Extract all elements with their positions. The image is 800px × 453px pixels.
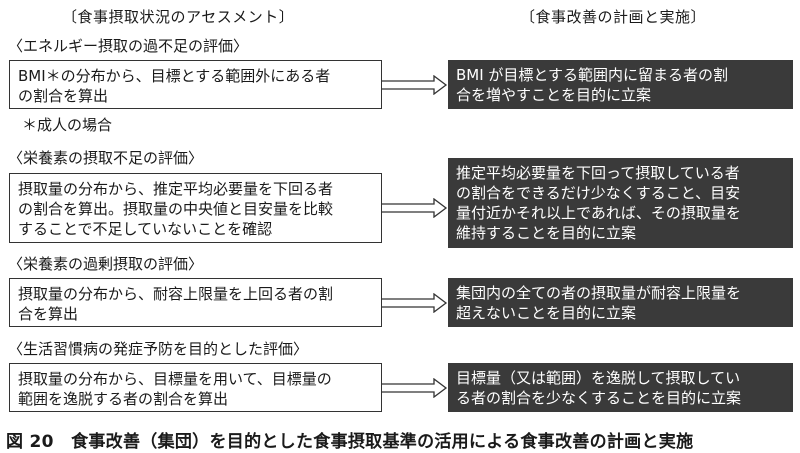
plan-line: BMI が目標とする範囲内に留まる者の割 (456, 66, 728, 84)
plan-line: 超えないことを目的に立案 (456, 304, 637, 322)
plan-line: 推定平均必要量を下回って摂取している者 (456, 164, 740, 182)
header-plan: 〔食事改善の計画と実施〕 (520, 8, 707, 26)
plan-line: の割合をできるだけ少なくすること、目安 (456, 184, 741, 202)
assessment-line: の割合を算出 (18, 87, 109, 105)
assessment-line: 合を算出 (18, 305, 79, 323)
assessment-box-lifestyle: 摂取量の分布から、目標量を用いて、目標量の 範囲を逸脱する者の割合を算出 (9, 363, 382, 412)
header-assessment: 〔食事摂取状況のアセスメント〕 (62, 8, 295, 26)
arrow-icon (382, 198, 448, 218)
plan-line: 集団内の全ての者の摂取量が耐容上限量を (456, 284, 742, 302)
assessment-line: 摂取量の分布から、目標量を用いて、目標量の (18, 370, 332, 388)
plan-line: る者の割合を少なくすることを目的に立案 (456, 389, 742, 407)
plan-box-deficiency: 推定平均必要量を下回って摂取している者 の割合をできるだけ少なくすること、目安 … (448, 158, 793, 248)
plan-box-excess: 集団内の全ての者の摂取量が耐容上限量を 超えないことを目的に立案 (448, 278, 793, 327)
assessment-line: の割合を算出。摂取量の中央値と目安量を比較 (18, 200, 334, 218)
assessment-line: することで不足していないことを確認 (18, 220, 273, 238)
assessment-line: 摂取量の分布から、推定平均必要量を下回る者 (18, 180, 334, 198)
section-lifestyle-title: 〈生活習慣病の発症予防を目的とした評価〉 (8, 340, 309, 358)
arrow-icon (382, 75, 448, 95)
arrow-icon (382, 378, 448, 398)
section-excess-title: 〈栄養素の過剰摂取の評価〉 (8, 255, 204, 273)
assessment-line: 範囲を逸脱する者の割合を算出 (18, 390, 229, 408)
assessment-box-deficiency: 摂取量の分布から、推定平均必要量を下回る者 の割合を算出。摂取量の中央値と目安量… (9, 173, 382, 243)
assessment-box-energy: BMI＊の分布から、目標とする範囲外にある者 の割合を算出 (9, 60, 382, 109)
section-deficiency-title: 〈栄養素の摂取不足の評価〉 (8, 149, 204, 167)
plan-box-lifestyle: 目標量（又は範囲）を逸脱して摂取してい る者の割合を少なくすることを目的に立案 (448, 363, 793, 412)
plan-line: 目標量（又は範囲）を逸脱して摂取してい (456, 369, 741, 387)
figure-caption: 図 20 食事改善（集団）を目的とした食事摂取基準の活用による食事改善の計画と実… (6, 432, 694, 452)
assessment-box-excess: 摂取量の分布から、耐容上限量を上回る者の割 合を算出 (9, 278, 382, 327)
assessment-line: 摂取量の分布から、耐容上限量を上回る者の割 (18, 285, 334, 303)
assessment-line: BMI＊の分布から、目標とする範囲外にある者 (18, 67, 331, 85)
arrow-icon (382, 293, 448, 313)
plan-box-energy: BMI が目標とする範囲内に留まる者の割 合を増やすことを目的に立案 (448, 60, 793, 109)
footnote-adults: ＊成人の場合 (22, 116, 113, 134)
plan-line: 維持することを目的に立案 (456, 224, 637, 242)
plan-line: 合を増やすことを目的に立案 (456, 86, 652, 104)
section-energy-title: 〈エネルギー摂取の過不足の評価〉 (8, 37, 249, 55)
plan-line: 量付近かそれ以上であれば、その摂取量を (456, 204, 741, 222)
